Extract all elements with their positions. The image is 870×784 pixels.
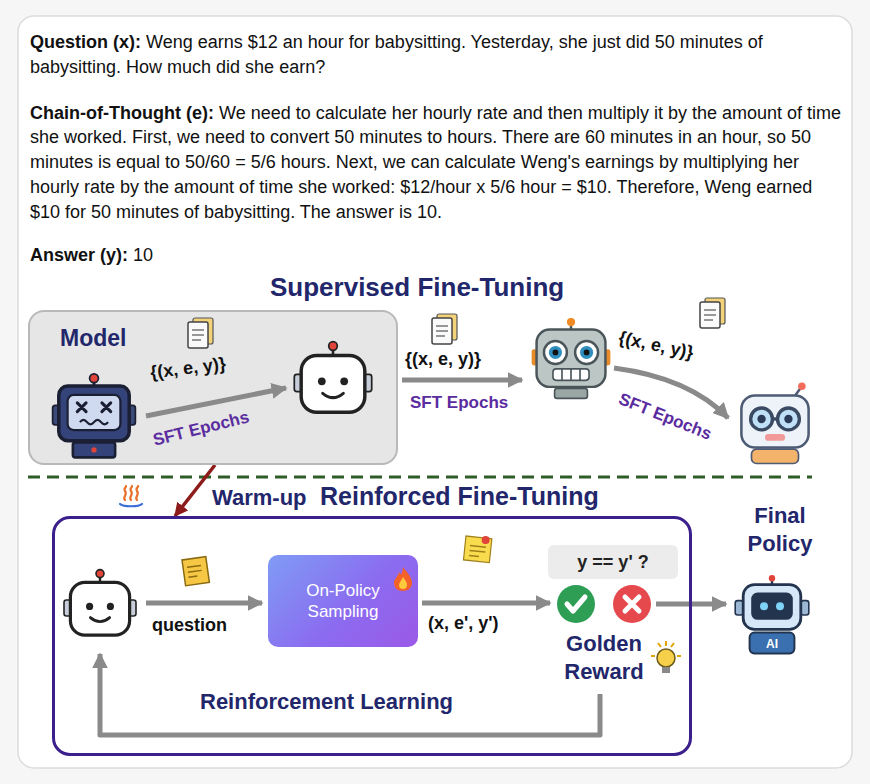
paragraph: Question (x):Weng earns $12 an hour for … [30, 30, 842, 80]
fire-icon [394, 567, 412, 591]
label-holder: {(x, e, y)} [405, 348, 481, 371]
field-name: Question (x): [30, 32, 141, 52]
process-box: On-Policy Sampling [268, 555, 418, 647]
flow-arrow [422, 601, 550, 606]
steam-icon [120, 504, 142, 506]
field-name: Chain-of-Thought (e): [30, 103, 214, 123]
node-label: y == y' ? [577, 551, 648, 574]
robot-icon [735, 575, 809, 653]
document-icon [432, 314, 457, 344]
label-holder: Reinforcement Learning [200, 688, 453, 716]
robot-icon [64, 570, 136, 636]
sticky-note-icon [182, 557, 209, 586]
sampling-art [268, 555, 418, 647]
label-holder: AI [766, 633, 778, 653]
robot-icon [294, 342, 371, 413]
edge-label-holder: Warm-up [212, 484, 307, 512]
heading-holder: Reinforced Fine-Tuning [320, 481, 599, 512]
robot-icon [532, 318, 611, 398]
card [18, 16, 852, 768]
reward-label: Golden Reward [564, 631, 643, 684]
fire-icon [394, 567, 412, 591]
label-holder: Golden Reward [548, 630, 660, 685]
loop-arrow [100, 654, 600, 735]
data-label: {(x, e, y)} [405, 349, 481, 369]
node-label: On-Policy Sampling [284, 580, 402, 623]
label-holder: question [152, 614, 227, 637]
section-title: Supervised Fine-Tuning [270, 272, 564, 302]
robot-icon [741, 382, 808, 463]
epoch-label: SFT Epochs [410, 393, 508, 412]
check-icon [567, 597, 585, 611]
document-icon [192, 330, 204, 340]
document-icon [704, 310, 716, 320]
sticky-note-icon [187, 565, 202, 577]
document-icon [193, 318, 213, 344]
note-icon [463, 536, 491, 563]
divider-line [28, 476, 812, 479]
document-icon [188, 322, 208, 348]
steam-icon [124, 486, 126, 500]
label-holder: (x, e', y') [428, 612, 499, 635]
fire-icon [399, 577, 407, 589]
document-icon [188, 318, 213, 348]
note-icon [463, 534, 492, 563]
cross-icon [613, 585, 651, 623]
document-icon [436, 326, 448, 336]
edge-label: Warm-up [212, 485, 307, 510]
label-holder: Final Policy [730, 502, 830, 557]
loop-label: Reinforcement Learning [200, 689, 453, 714]
warmup-arrow [175, 465, 215, 516]
panel-heading: Reinforced Fine-Tuning [320, 482, 599, 510]
robot-badge: AI [766, 637, 778, 651]
node-label: Model [60, 324, 126, 353]
lightbulb-icon [662, 667, 670, 673]
robot-icon [53, 374, 136, 458]
sft-arrow [402, 378, 522, 383]
steam-icon [120, 486, 142, 506]
lightbulb-icon [657, 649, 675, 667]
model-panel: Model [28, 310, 398, 465]
note-icon [469, 545, 486, 557]
prompt-label: question [152, 615, 227, 635]
document-icon [432, 318, 452, 344]
field-name: Answer (y): [30, 245, 128, 265]
check-icon [557, 585, 595, 623]
sft-arrow [146, 388, 286, 416]
cross-icon [613, 585, 651, 623]
paragraph: Chain-of-Thought (e):We need to calculat… [30, 101, 842, 225]
note-icon [481, 536, 490, 545]
label-holder: SFT Epochs [410, 392, 508, 413]
condition-box: y == y' ? [548, 545, 678, 579]
paragraph: Answer (y):10 [30, 243, 842, 268]
steam-icon [136, 486, 138, 500]
check-icon [557, 585, 595, 623]
sticky-note-icon [182, 557, 209, 586]
document-icon [700, 298, 725, 328]
example-text: Question (x):Weng earns $12 an hour for … [30, 30, 842, 267]
steam-icon [130, 486, 132, 500]
cross-icon [625, 597, 639, 611]
flow-arrow [146, 601, 262, 606]
lightbulb-icon [651, 641, 681, 673]
field-text: 10 [133, 245, 153, 265]
sample-label: (x, e', y') [428, 613, 499, 633]
document-icon [700, 302, 720, 328]
policy-label: Final Policy [748, 503, 813, 556]
label-holder: Supervised Fine-Tuning [270, 271, 564, 304]
